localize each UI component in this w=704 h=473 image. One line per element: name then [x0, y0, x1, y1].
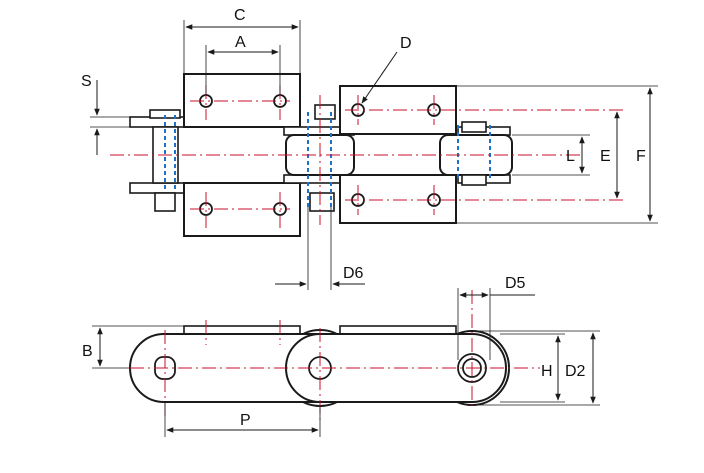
dim-l-label: L	[566, 148, 575, 165]
right-pin-head-bottom	[461, 174, 487, 186]
dim-f-label: F	[636, 148, 646, 165]
side-attachment-strip-left	[183, 325, 301, 335]
dim-s-label: S	[81, 73, 92, 90]
dim-c-label: C	[234, 7, 246, 24]
dim-d2-label: D2	[565, 363, 586, 380]
dim-d-label: D	[400, 35, 412, 52]
right-pin-head-top	[461, 121, 487, 133]
dim-h-label: H	[541, 363, 553, 380]
middle-pin-head-bottom	[309, 192, 335, 212]
side-view: B D5 H D2 P	[82, 275, 600, 437]
dim-d-leader	[361, 51, 398, 104]
side-attachment-strip-right	[339, 325, 457, 335]
dim-d6-label: D6	[343, 265, 364, 282]
dim-a-label: A	[235, 34, 246, 51]
dim-p-label: P	[240, 412, 251, 429]
top-view: C A D S L E F D6	[81, 7, 658, 290]
dim-e-label: E	[600, 148, 611, 165]
left-pin-head-bottom	[154, 192, 176, 212]
dim-b-label: B	[82, 343, 93, 360]
dim-d5-label: D5	[505, 275, 526, 292]
